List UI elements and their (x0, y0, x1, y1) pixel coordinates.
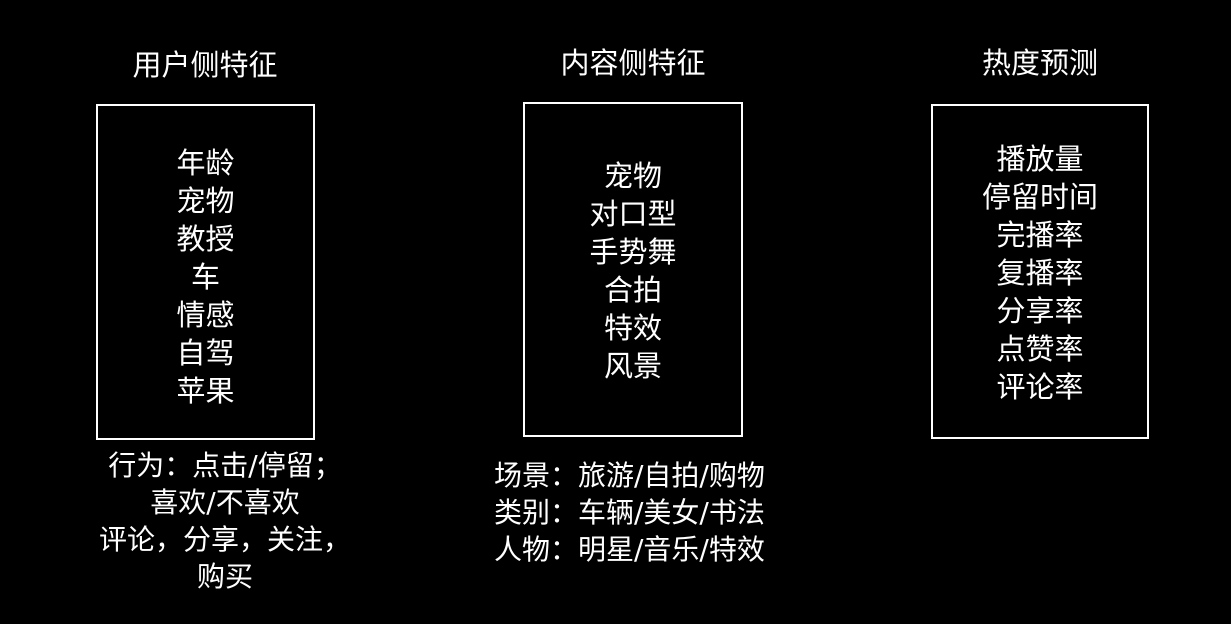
user-features-title: 用户侧特征 (132, 48, 278, 82)
user-feature-item: 苹果 (176, 374, 235, 408)
user-feature-item: 宠物 (176, 184, 235, 218)
popularity-metric-item: 完播率 (996, 218, 1084, 252)
user-feature-item: 车 (190, 260, 220, 294)
user-behavior-line: 行为：点击/停留； (108, 449, 342, 482)
content-features-title: 内容侧特征 (560, 46, 706, 80)
content-category-notes: 场景：旅游/自拍/购物 类别：车辆/美女/书法 人物：明星/音乐/特效 (494, 457, 814, 568)
user-behavior-line: 喜欢/不喜欢 (150, 486, 300, 519)
popularity-metrics-box: 播放量 停留时间 完播率 复播率 分享率 点赞率 评论率 (931, 104, 1149, 439)
user-behavior-line: 评论，分享，关注， (98, 523, 351, 556)
content-category-line: 场景：旅游/自拍/购物 (494, 459, 765, 492)
user-features-box: 年龄 宠物 教授 车 情感 自驾 苹果 (96, 104, 315, 440)
content-feature-item: 特效 (603, 311, 662, 345)
content-feature-item: 合拍 (603, 273, 662, 307)
popularity-metric-item: 停留时间 (981, 180, 1098, 214)
content-category-line: 人物：明星/音乐/特效 (494, 533, 765, 566)
popularity-metric-item: 分享率 (996, 294, 1084, 328)
content-feature-item: 对口型 (589, 197, 677, 231)
content-category-line: 类别：车辆/美女/书法 (494, 496, 765, 529)
popularity-metric-item: 评论率 (996, 370, 1084, 404)
user-behavior-notes: 行为：点击/停留； 喜欢/不喜欢 评论，分享，关注， 购买 (60, 447, 390, 595)
user-feature-item: 年龄 (176, 146, 235, 180)
user-feature-item: 自驾 (176, 336, 235, 370)
content-features-box: 宠物 对口型 手势舞 合拍 特效 风景 (523, 102, 743, 437)
content-feature-item: 手势舞 (589, 235, 677, 269)
popularity-metric-item: 点赞率 (996, 332, 1084, 366)
content-feature-item: 宠物 (603, 159, 662, 193)
user-behavior-line: 购买 (196, 560, 253, 593)
content-feature-item: 风景 (603, 349, 662, 383)
popularity-metric-item: 复播率 (996, 256, 1084, 290)
popularity-metric-item: 播放量 (996, 142, 1084, 176)
popularity-prediction-title: 热度预测 (981, 46, 1098, 80)
user-feature-item: 情感 (176, 298, 235, 332)
user-feature-item: 教授 (176, 222, 235, 256)
